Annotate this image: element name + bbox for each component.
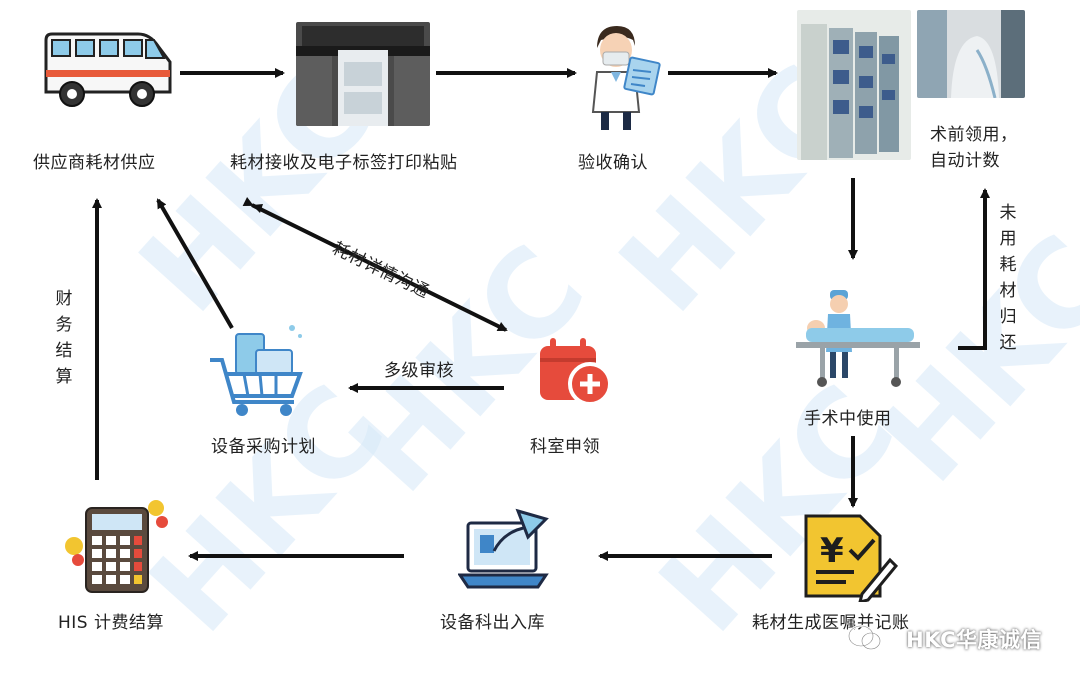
node-order-record: 耗材生成医嘱并记账 xyxy=(752,613,910,633)
arrow-surgery-return-to-preop xyxy=(958,188,990,350)
node-preop-pickup: 术前领用， 自动计数 xyxy=(930,125,1018,171)
node-purchase-plan: 设备采购计划 xyxy=(211,437,316,457)
node-receive-print: 耗材接收及电子标签打印粘贴 xyxy=(230,153,458,173)
laptop-icon xyxy=(458,508,549,589)
surgery-bed-icon xyxy=(796,290,920,387)
doctor-icon xyxy=(591,26,661,130)
arrow-plan-to-supplier xyxy=(156,198,234,330)
brand-name: HKC华康诚信 xyxy=(906,628,1042,652)
staff-photo xyxy=(917,10,1025,98)
wechat-icon xyxy=(848,624,882,651)
calculator-icon xyxy=(65,500,168,593)
node-his-billing: HIS 计费结算 xyxy=(58,613,164,633)
edge-label-unused-return: 未用耗材归还 xyxy=(999,203,1017,353)
ambulance-icon xyxy=(44,32,172,107)
svg-text:¥: ¥ xyxy=(820,531,844,571)
node-supplier: 供应商耗材供应 xyxy=(33,153,156,173)
medical-order-icon: ¥ xyxy=(804,514,899,602)
edge-label-finance-settle: 财务结算 xyxy=(55,289,73,387)
node-surgery-use: 手术中使用 xyxy=(804,409,892,429)
node-warehouse: 设备科出入库 xyxy=(440,613,545,633)
edge-label-multi-review: 多级审核 xyxy=(384,361,454,381)
label-printer-photo xyxy=(296,22,430,126)
shopping-cart-icon xyxy=(210,325,303,416)
node-dept-request: 科室申领 xyxy=(530,437,600,457)
arrow-detail-communication xyxy=(242,196,508,332)
smart-cabinet-photo xyxy=(797,10,911,160)
node-acceptance: 验收确认 xyxy=(578,153,648,173)
calendar-add-icon xyxy=(540,338,612,406)
